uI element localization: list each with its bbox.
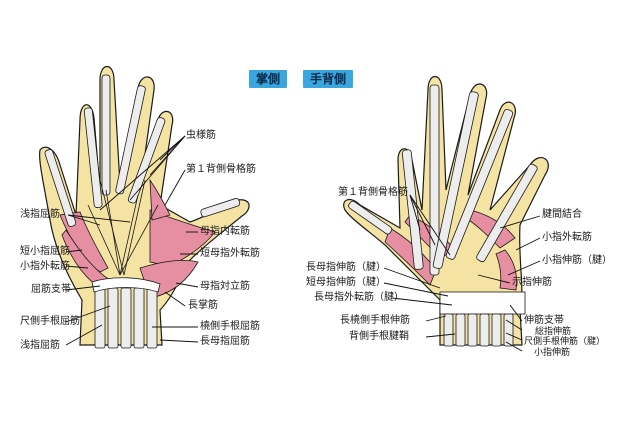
label-apl: 長母指外転筋（腱）	[314, 292, 404, 303]
label-juncturae: 腱間結合	[542, 209, 582, 220]
leader-lines	[65, 135, 541, 352]
label-lumbricals: 虫様筋	[186, 130, 216, 141]
label-fcu: 尺側手根屈筋	[20, 316, 80, 327]
label-abductor-digiti-minimi-palm: 小指外転筋	[20, 261, 70, 272]
dorsal-hand	[343, 75, 549, 347]
label-epl: 長母指伸筋（腱）	[306, 262, 386, 273]
label-ecrl: 長橈側手根伸筋	[340, 315, 410, 326]
label-first-dorsal-interosseous-dorsal: 第１背側骨格筋	[338, 187, 408, 198]
label-extensor-retinaculum: 伸筋支帯	[524, 315, 564, 326]
label-flexor-retinaculum: 屈筋支帯	[31, 284, 71, 295]
label-epb: 短母指伸筋（腱）	[306, 277, 386, 288]
label-edm: 小指伸筋（腱）	[542, 255, 612, 266]
label-apb: 短母指外転筋	[200, 248, 260, 259]
label-fds: 浅指屈筋	[20, 209, 60, 220]
label-abductor-digiti-minimi-dorsal: 小指外転筋	[542, 232, 592, 243]
label-ecu: 尺側手根伸筋（腱）	[524, 337, 606, 347]
label-edm-lower: 小指伸筋	[534, 348, 571, 358]
label-palmaris-longus: 長掌筋	[188, 300, 218, 311]
label-opponens-pollicis: 母指対立筋	[200, 281, 250, 292]
label-fcr: 橈側手根屈筋	[200, 321, 260, 332]
label-ed: 総指伸筋	[535, 327, 572, 337]
palm-title: 掌側	[249, 70, 288, 88]
label-fds-lower: 浅指屈筋	[20, 340, 60, 351]
label-first-dorsal-interosseous-palm: 第１背側骨格筋	[186, 164, 256, 175]
palm-hand	[39, 65, 250, 349]
label-ecrb-sheath: 背側手根腱鞘	[349, 331, 409, 342]
label-fpl: 長母指屈筋	[200, 336, 250, 347]
label-adductor-pollicis: 母指内転筋	[200, 226, 250, 237]
dorsal-title: 手背側	[303, 70, 354, 88]
label-eip: 示指伸筋	[512, 277, 552, 288]
label-fdm-brevis: 短小指屈筋	[20, 246, 70, 257]
